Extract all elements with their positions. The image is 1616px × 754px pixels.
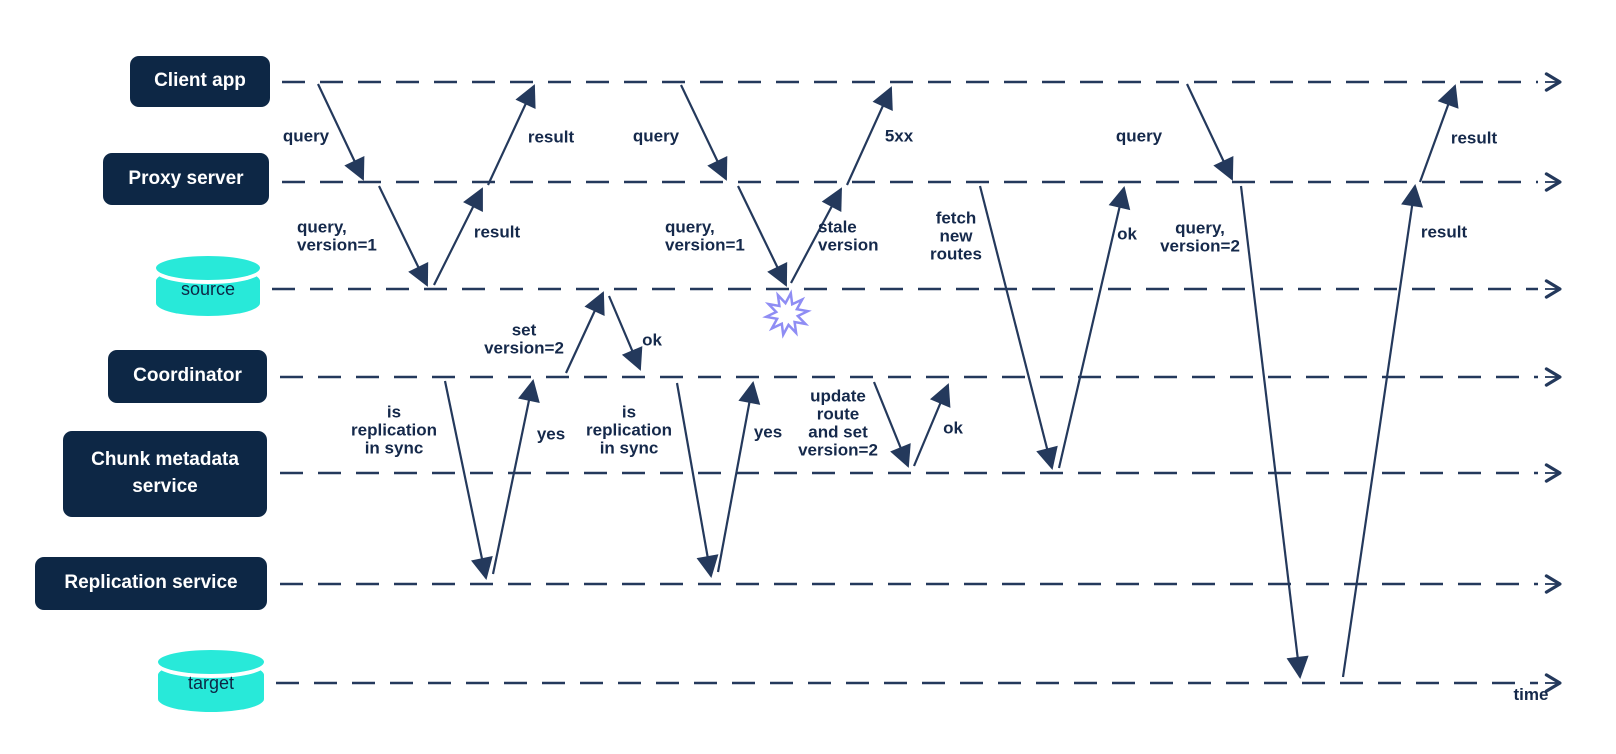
message-arrow-query-2 [680, 84, 728, 181]
message-label-query-2: query [633, 127, 680, 146]
message-arrow-fetch-new-routes [978, 185, 1058, 470]
message-label-result-4: result [1451, 129, 1498, 148]
actor-chunk-metadata-service: Chunk metadata service [63, 431, 267, 517]
actor-label: Chunk metadata service [91, 449, 239, 497]
message-arrow-query-version-1-b [737, 185, 788, 287]
message-arrow-ok-1 [607, 295, 643, 371]
message-label-query-1: query [283, 127, 330, 146]
message-label-yes-2: yes [754, 423, 782, 442]
actor-label: Proxy server [128, 167, 244, 189]
message-label-result-3: result [1421, 223, 1468, 242]
message-label-query-version-1-b: query,version=1 [665, 218, 745, 255]
cylinder-cap [158, 650, 264, 674]
actor-client-app: Client app [130, 56, 270, 107]
message-arrow-query-1 [317, 83, 365, 181]
actor-replication-service: Replication service [35, 557, 267, 610]
error-burst-icon [762, 289, 812, 339]
message-arrow-update-route-and-set-version-2 [872, 381, 911, 468]
message-arrow-result-4 [1418, 84, 1459, 183]
message-label-query-3: query [1116, 127, 1163, 146]
message-arrow-ok-2 [1057, 186, 1131, 469]
message-label-5xx: 5xx [885, 127, 914, 146]
actor-label: Replication service [64, 572, 238, 594]
message-arrow-result-2 [487, 84, 536, 186]
message-label-result-1: result [474, 223, 521, 242]
message-label-ok-1: ok [642, 331, 662, 350]
message-arrow-query-3 [1186, 83, 1234, 181]
message-arrow-yes-2 [716, 381, 761, 573]
message-arrow-result-3 [1341, 184, 1424, 678]
time-axis-label: time [1513, 685, 1549, 704]
message-label-ok-2: ok [1117, 225, 1137, 244]
actor-label: Client app [154, 70, 246, 92]
actor-target-database: target [158, 650, 264, 712]
message-arrow-yes-1 [491, 379, 540, 575]
message-arrow-set-version-2 [565, 291, 605, 374]
actor-source-database: source [156, 256, 260, 316]
actor-label: source [180, 279, 236, 299]
actor-proxy-server: Proxy server [103, 153, 269, 205]
actor-coordinator: Coordinator [108, 350, 267, 403]
message-label-ok-3: ok [943, 419, 963, 438]
message-arrow-is-replication-in-sync-2 [675, 382, 719, 578]
message-arrow-ok-3 [912, 383, 951, 467]
message-label-result-2: result [528, 128, 575, 147]
message-label-query-version-2: query,version=2 [1160, 219, 1240, 256]
message-arrow-query-version-1-a [378, 185, 429, 287]
message-arrow-5xx [845, 86, 893, 186]
message-arrow-result-1 [433, 187, 483, 286]
actor-label: Coordinator [133, 365, 242, 387]
message-label-query-version-1-a: query,version=1 [297, 218, 377, 255]
actor-label: target [187, 673, 235, 693]
cylinder-cap [156, 256, 260, 280]
message-arrow-is-replication-in-sync-1 [443, 380, 493, 580]
message-arrow-query-version-2 [1239, 185, 1309, 680]
message-label-yes-1: yes [537, 425, 565, 444]
message-arrow-stale-version [790, 187, 842, 284]
